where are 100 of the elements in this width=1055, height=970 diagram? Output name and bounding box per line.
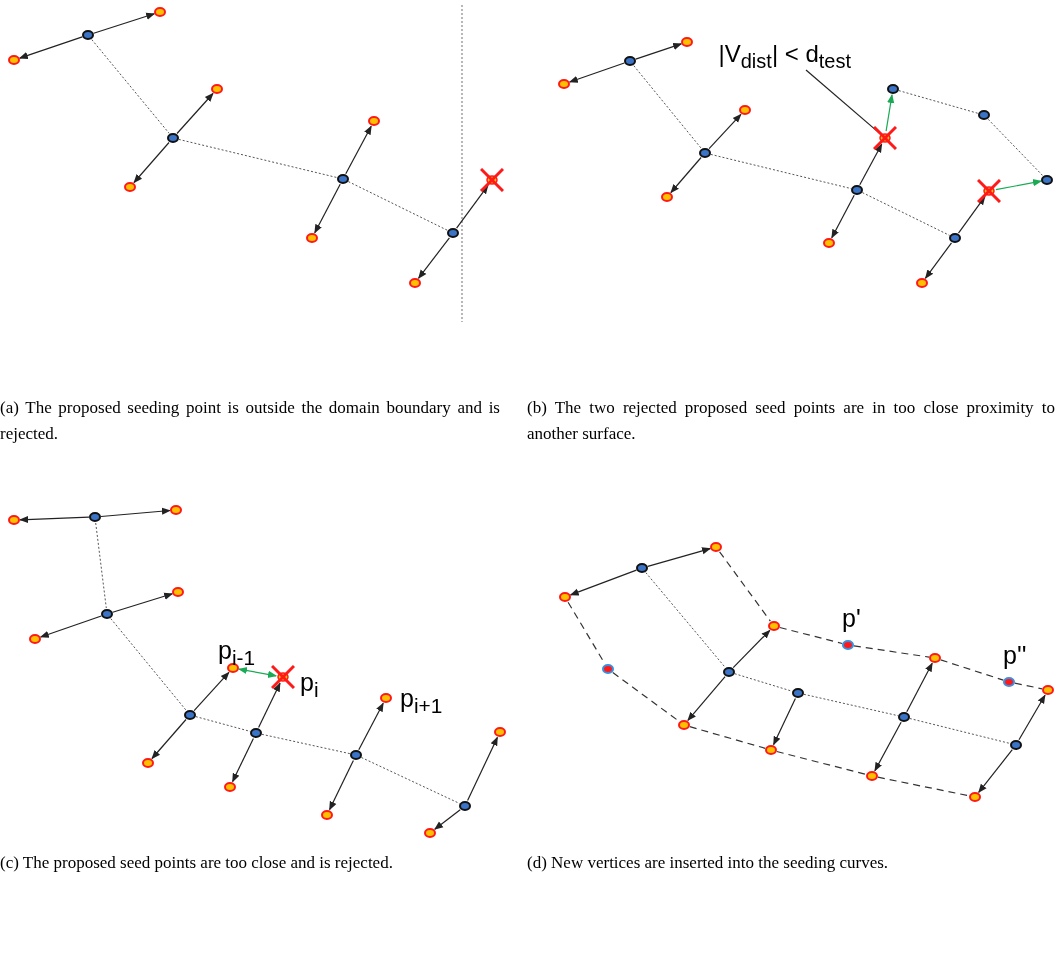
seed-point-dot (765, 745, 777, 755)
arrow (569, 569, 637, 596)
arrow (647, 547, 712, 567)
arrow (687, 676, 726, 722)
rejected-point-icon (480, 168, 504, 192)
figure-caption: (a) The proposed seeding point is outside the domain boundary and is rejected. (0, 397, 500, 445)
seed-point-dot (170, 505, 182, 515)
arrow (176, 92, 214, 135)
seed-point-dot (321, 810, 333, 820)
dotted-line (861, 192, 951, 236)
dotted-line (91, 39, 170, 134)
seed-point-dot (558, 79, 570, 89)
dashed-curve (779, 626, 843, 645)
rejected-point-icon (271, 665, 295, 689)
arrow (1018, 694, 1046, 741)
vertex-dot (184, 710, 196, 720)
point-label: p$_{i+1}$ (400, 684, 443, 719)
rejected-point-icon (873, 126, 897, 150)
dashed-curve (853, 645, 930, 658)
dashed-curve (877, 776, 970, 797)
seed-point-dot (172, 587, 184, 597)
dotted-line (645, 572, 726, 668)
seed-point-dot (661, 192, 673, 202)
point-label: p$_{i}$ (300, 668, 319, 703)
seed-point-dot (494, 727, 506, 737)
vertex-dot (851, 185, 863, 195)
arrow (708, 113, 742, 150)
arrow (258, 682, 281, 729)
arrow (100, 507, 171, 518)
arrow (193, 671, 230, 712)
dotted-line (710, 153, 852, 190)
arrow (859, 143, 883, 186)
arrow (568, 62, 625, 83)
arrow (906, 662, 933, 713)
arrow (133, 141, 170, 184)
inserted-vertex-dot (842, 640, 854, 650)
arrow (635, 43, 683, 60)
vertex-dot (250, 728, 262, 738)
dotted-line (110, 618, 187, 711)
inserted-vertex-dot (1003, 677, 1015, 687)
dotted-line (178, 138, 338, 179)
point-label: p$_{i-1}$ (218, 636, 256, 671)
dotted-line (987, 118, 1044, 177)
arrow (19, 515, 90, 524)
seed-point-dot (409, 278, 421, 288)
seed-point-dot (823, 238, 835, 248)
vertex-dot (792, 688, 804, 698)
seed-point-dot (559, 592, 571, 602)
inserted-vertex-dot (602, 664, 614, 674)
arrow (995, 179, 1042, 191)
dashed-curve (940, 659, 1004, 681)
vertex-dot (1010, 740, 1022, 750)
dotted-line (909, 718, 1011, 744)
seed-point-dot (8, 515, 20, 525)
arrow (456, 184, 489, 229)
arrow (358, 702, 384, 751)
seed-point-dot (224, 782, 236, 792)
seed-point-dot (929, 653, 941, 663)
arrow (874, 721, 902, 772)
point-label: p'' (1003, 641, 1027, 669)
vertex-dot (82, 30, 94, 40)
seed-point-dot (29, 634, 41, 644)
figure-caption: (c) The proposed seed points are too close and is rejected. (0, 852, 394, 874)
arrow (831, 194, 855, 239)
dotted-line (633, 65, 702, 149)
seed-point-dot (8, 55, 20, 65)
seed-point-dot (424, 828, 436, 838)
seed-point-dot (916, 278, 928, 288)
vertex-dot (447, 228, 459, 238)
arrow (93, 12, 156, 34)
seed-point-dot (768, 621, 780, 631)
arrow (39, 615, 102, 638)
arrow (773, 697, 796, 746)
seed-point-dot (368, 116, 380, 126)
arrow (670, 156, 702, 194)
arrow (732, 629, 771, 669)
vertex-dot (350, 750, 362, 760)
dashed-curve (689, 726, 766, 749)
formula-label: |V$_{dist}$| < d$_{test}$ (718, 40, 852, 75)
arrow (232, 737, 254, 783)
vertex-dot (1041, 175, 1053, 185)
seed-point-dot (710, 542, 722, 552)
arrow (885, 94, 895, 132)
arrow (345, 125, 372, 175)
seed-point-dot (1042, 685, 1054, 695)
vertex-dot (337, 174, 349, 184)
arrow (434, 809, 461, 830)
dashed-curve (776, 750, 867, 776)
arrow (957, 195, 986, 234)
vertex-dot (167, 133, 179, 143)
rejected-point-icon (977, 179, 1001, 203)
arrow (978, 749, 1013, 793)
vertex-dot (949, 233, 961, 243)
dotted-line (898, 90, 979, 114)
vertex-dot (459, 801, 471, 811)
arrow (151, 718, 187, 760)
arrow (418, 237, 450, 279)
seed-point-dot (681, 37, 693, 47)
point-label: p' (842, 604, 861, 632)
dashed-curve (719, 551, 771, 622)
